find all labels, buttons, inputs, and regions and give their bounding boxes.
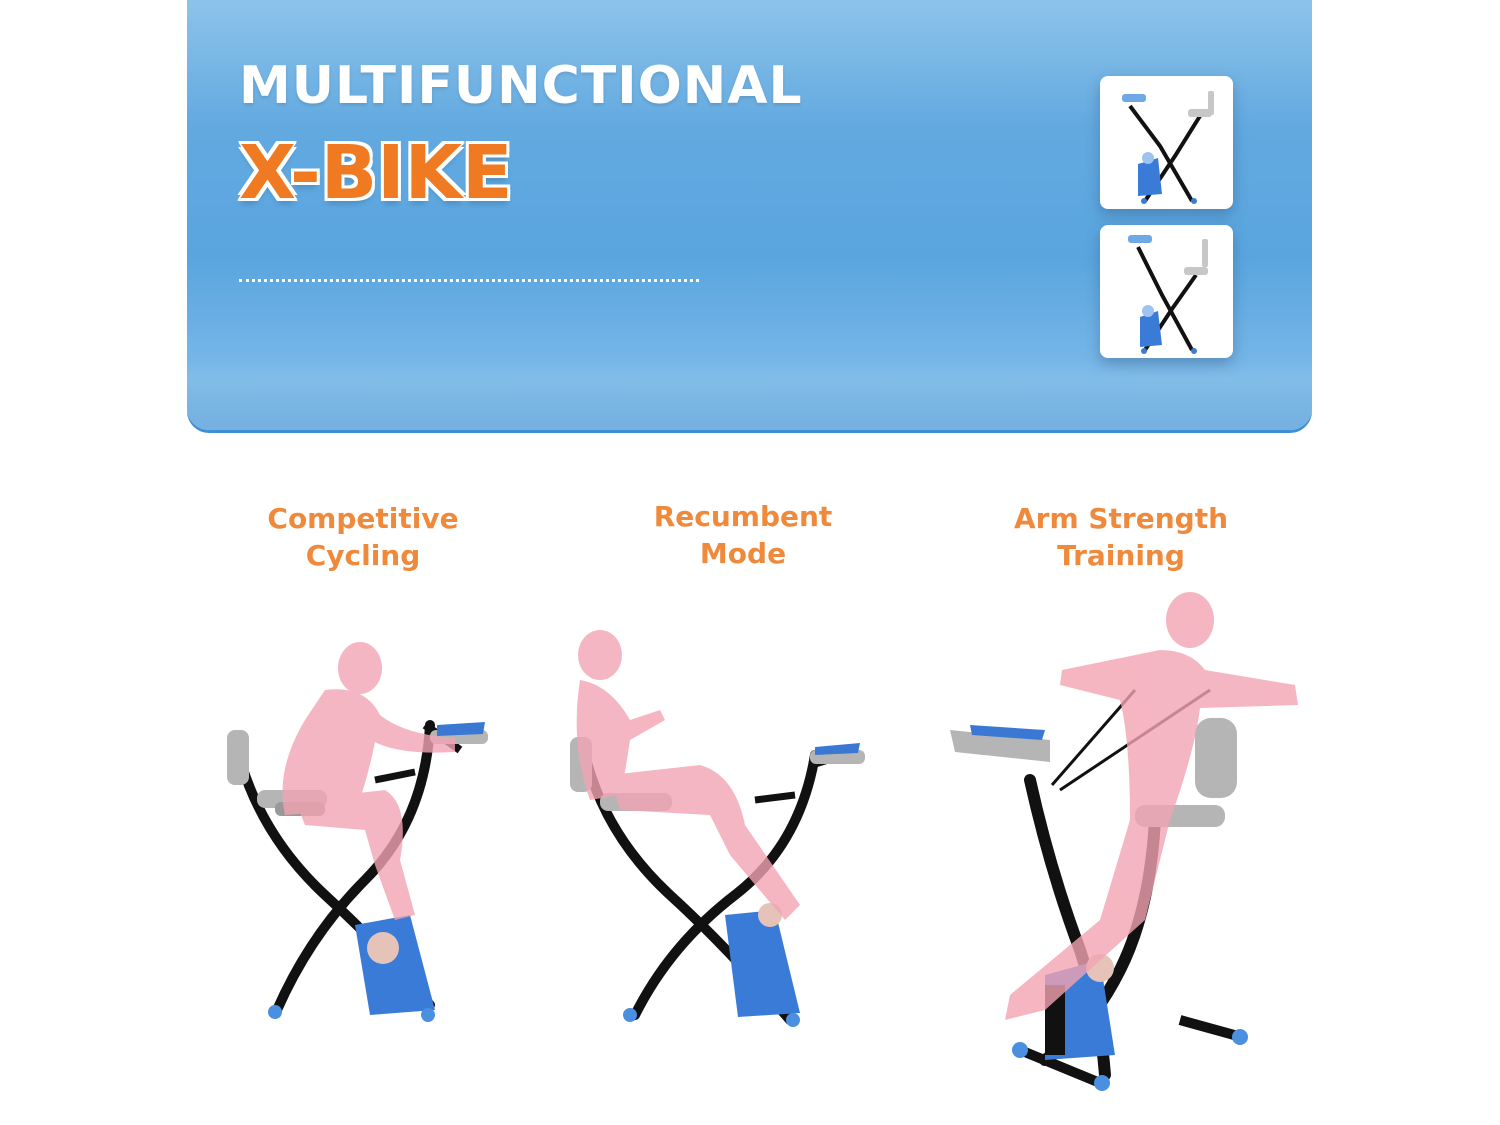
header-banner: MULTIFUNCTIONAL X-BIKE xyxy=(187,0,1312,430)
caption-line1: Competitive xyxy=(267,502,459,535)
caption-arm-strength-training: Arm Strength Training xyxy=(971,500,1271,574)
caption-line1: Recumbent xyxy=(653,500,833,533)
headline-multifunctional: MULTIFUNCTIONAL xyxy=(239,56,803,116)
dotted-divider xyxy=(239,279,699,282)
arm-strength-training-illustration xyxy=(950,590,1305,1091)
competitive-cycling-illustration xyxy=(215,630,505,1030)
caption-line2: Training xyxy=(1057,539,1185,572)
x-bike-upright-icon xyxy=(1128,235,1208,354)
caption-line1: Arm Strength xyxy=(1013,502,1229,535)
caption-line2: Mode xyxy=(699,537,787,570)
caption-recumbent-mode: Recumbent Mode xyxy=(593,498,893,572)
thumbnail-folded-bike[interactable] xyxy=(1100,76,1233,209)
recumbent-mode-illustration xyxy=(560,625,870,1030)
x-bike-folded-icon xyxy=(1122,91,1214,204)
banner-gloss xyxy=(187,360,1312,430)
thumbnail-upright-bike[interactable] xyxy=(1100,225,1233,358)
headline-x-bike: X-BIKE xyxy=(238,130,515,216)
caption-line2: Cycling xyxy=(305,539,421,572)
caption-competitive-cycling: Competitive Cycling xyxy=(213,500,513,574)
